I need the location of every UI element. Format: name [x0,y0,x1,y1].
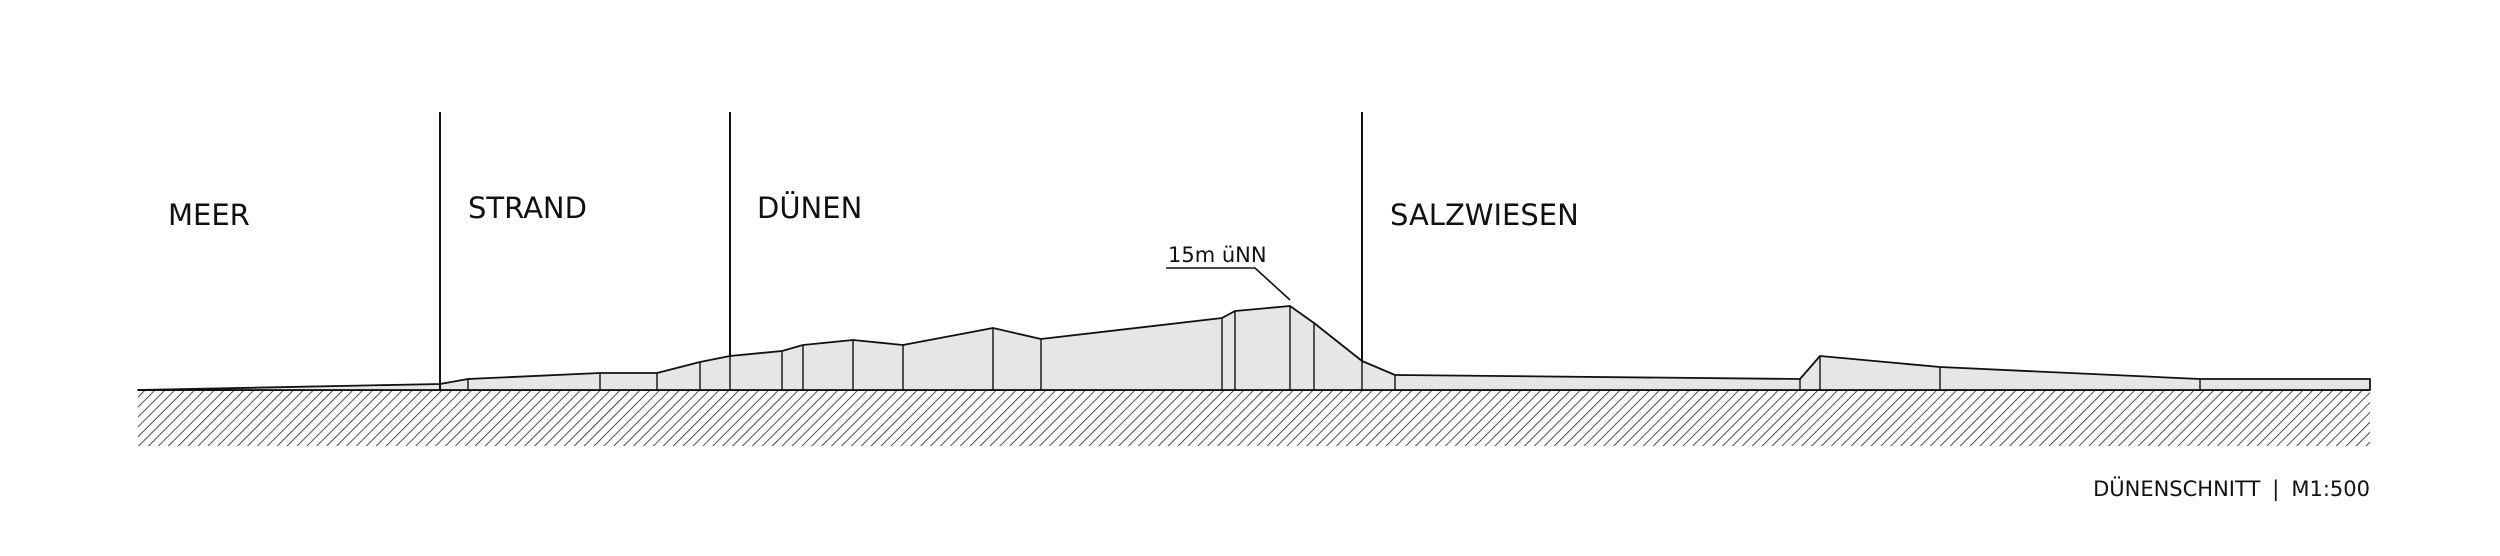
zone-label-salzwiesen: SALZWIESEN [1390,198,1579,232]
zone-label-meer: MEER [168,198,250,232]
ground-hatch [138,390,2370,446]
terrain-segments [467,306,2201,390]
caption-title: DÜNENSCHNITT [2093,476,2260,501]
peak-leader-line [1166,267,1291,301]
zone-label-strand: STRAND [468,191,587,225]
caption-scale: M1:500 [2291,477,2370,501]
drawing-caption: DÜNENSCHNITT | M1:500 [2093,476,2370,502]
terrain-profile [137,305,2371,391]
peak-height-label: 15m üNN [1168,243,1267,267]
caption-separator: | [2272,477,2279,502]
zone-label-duenen: DÜNEN [757,191,862,225]
